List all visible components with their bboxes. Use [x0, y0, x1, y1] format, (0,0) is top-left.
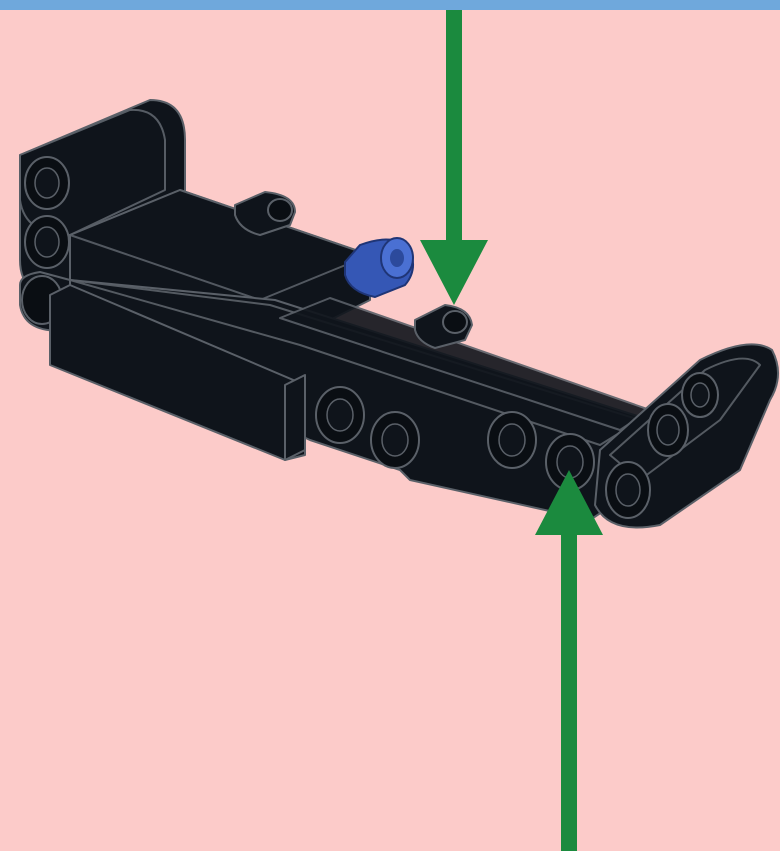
- axle-pin: [345, 238, 413, 297]
- angled-liftarm: [595, 344, 778, 527]
- friction-pin-middle: [415, 305, 472, 348]
- insert-arrow-up: [535, 470, 603, 851]
- insert-arrow-down: [420, 10, 488, 305]
